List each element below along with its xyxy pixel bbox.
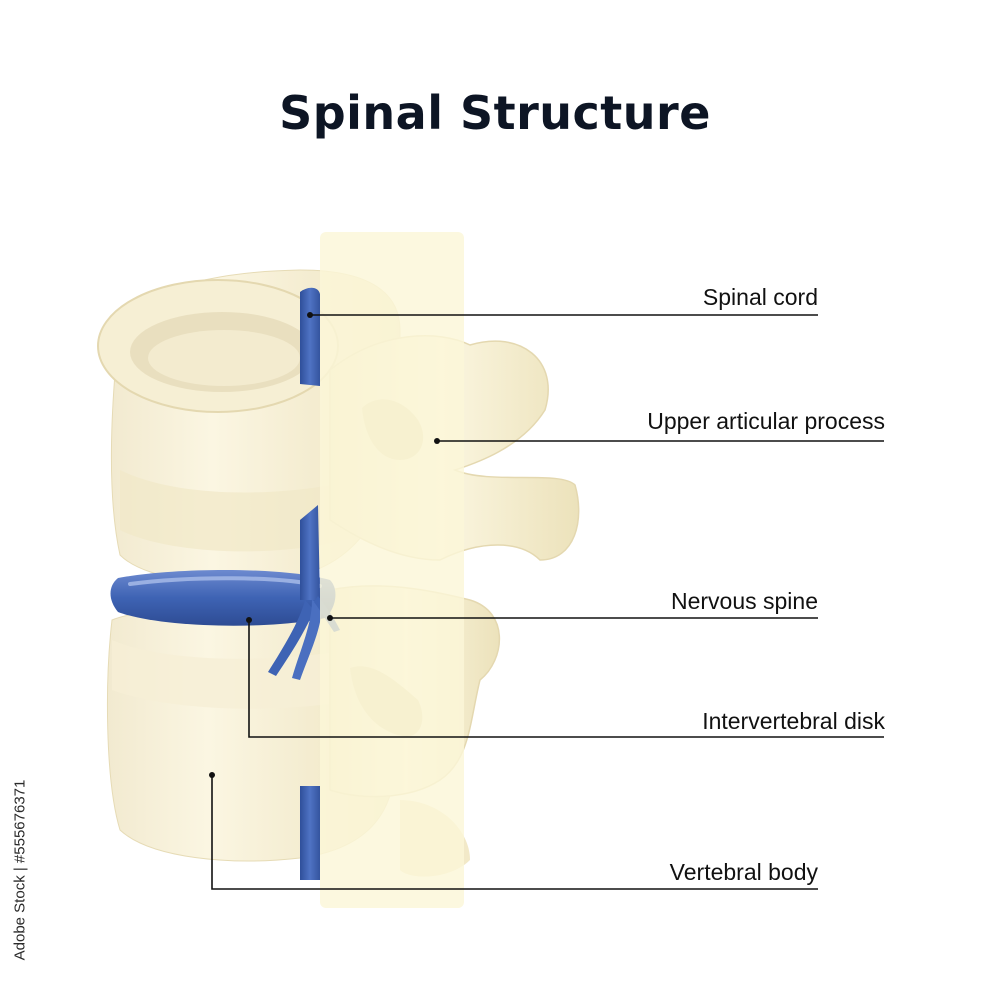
leader-lines (211, 314, 884, 890)
stock-id-text: Adobe Stock | #555676371 (11, 779, 29, 961)
spinal-column-overlay (320, 232, 464, 908)
label-spinal-cord: Spinal cord (702, 284, 818, 310)
label-intervertebral-disk: Intervertebral disk (702, 708, 885, 734)
label-upper-articular-process: Upper articular process (647, 408, 885, 434)
leader-dots (209, 312, 440, 778)
label-nervous-spine: Nervous spine (670, 588, 818, 614)
stock-id-watermark: Adobe Stock | #555676371 (8, 770, 32, 970)
diagram-title: Spinal Structure (279, 86, 711, 140)
label-vertebral-body: Vertebral body (669, 859, 818, 885)
spinal-cord-shape (300, 287, 320, 880)
